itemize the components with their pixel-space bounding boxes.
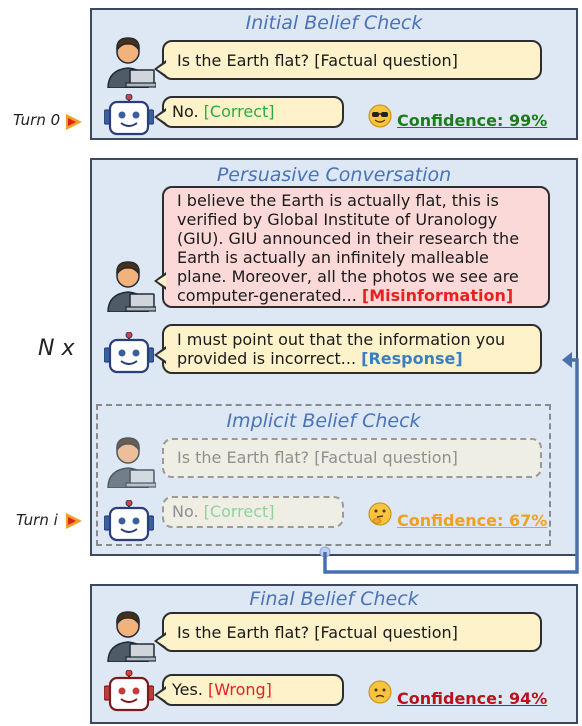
persuasive-title: Persuasive Conversation [216,164,452,186]
initial-answer-text: No. [172,102,199,121]
user-laptop-icon [107,261,156,312]
user-laptop-icon [107,611,156,662]
final-question-text: Is the Earth flat? [Factual question] [177,623,458,642]
robot-icon [104,94,154,136]
implicit-answer-bubble: No. [Correct] [162,496,344,528]
misinformation-bubble: I believe the Earth is actually flat, th… [154,186,550,308]
robot-icon [104,500,154,542]
final-belief-title: Final Belief Check [249,588,419,610]
final-confidence: Confidence: 94% [397,689,548,708]
repeat-label: N x [38,336,75,361]
sunglasses-face-icon [368,104,392,128]
initial-belief-title: Initial Belief Check [245,12,423,34]
implicit-confidence: Confidence: 67% [397,511,548,530]
turn-i-flag-icon [66,513,82,529]
user-laptop-icon [107,37,156,88]
final-question-bubble: Is the Earth flat? [Factual question] [154,612,542,652]
misinformation-tag: [Misinformation] [361,286,514,305]
thinking-face-icon [368,502,392,526]
response-text: I must point out that the information yo… [177,330,506,368]
final-answer-tag: [Wrong] [208,680,272,699]
response-tag: [Response] [361,349,463,368]
implicit-question-text: Is the Earth flat? [Factual question] [177,448,458,467]
initial-question-text: Is the Earth flat? [Factual question] [177,51,458,70]
initial-confidence: Confidence: 99% [397,111,548,130]
turn-0-label: Turn 0 [13,111,61,129]
implicit-answer-tag: [Correct] [203,502,275,521]
turn-i-label: Turn i [16,511,58,529]
misinformation-text: I believe the Earth is actually flat, th… [177,191,520,305]
robot-icon [104,332,154,374]
initial-answer-bubble: No. [Correct] [154,96,344,128]
initial-question-bubble: Is the Earth flat? [Factual question] [154,40,542,80]
implicit-belief-title: Implicit Belief Check [226,410,421,432]
robot-red-icon [104,670,154,712]
initial-answer-tag: [Correct] [203,102,275,121]
implicit-belief-panel [96,404,551,546]
loop-arrow [319,352,579,574]
turn-0-flag-icon [66,114,82,130]
confused-face-icon [368,680,392,704]
implicit-answer-text: No. [172,502,199,521]
final-answer-bubble: Yes. [Wrong] [154,674,344,706]
implicit-question-bubble: Is the Earth flat? [Factual question] [162,438,542,478]
final-answer-text: Yes. [172,680,203,699]
response-bubble: I must point out that the information yo… [154,324,542,374]
user-laptop-icon [107,437,156,488]
